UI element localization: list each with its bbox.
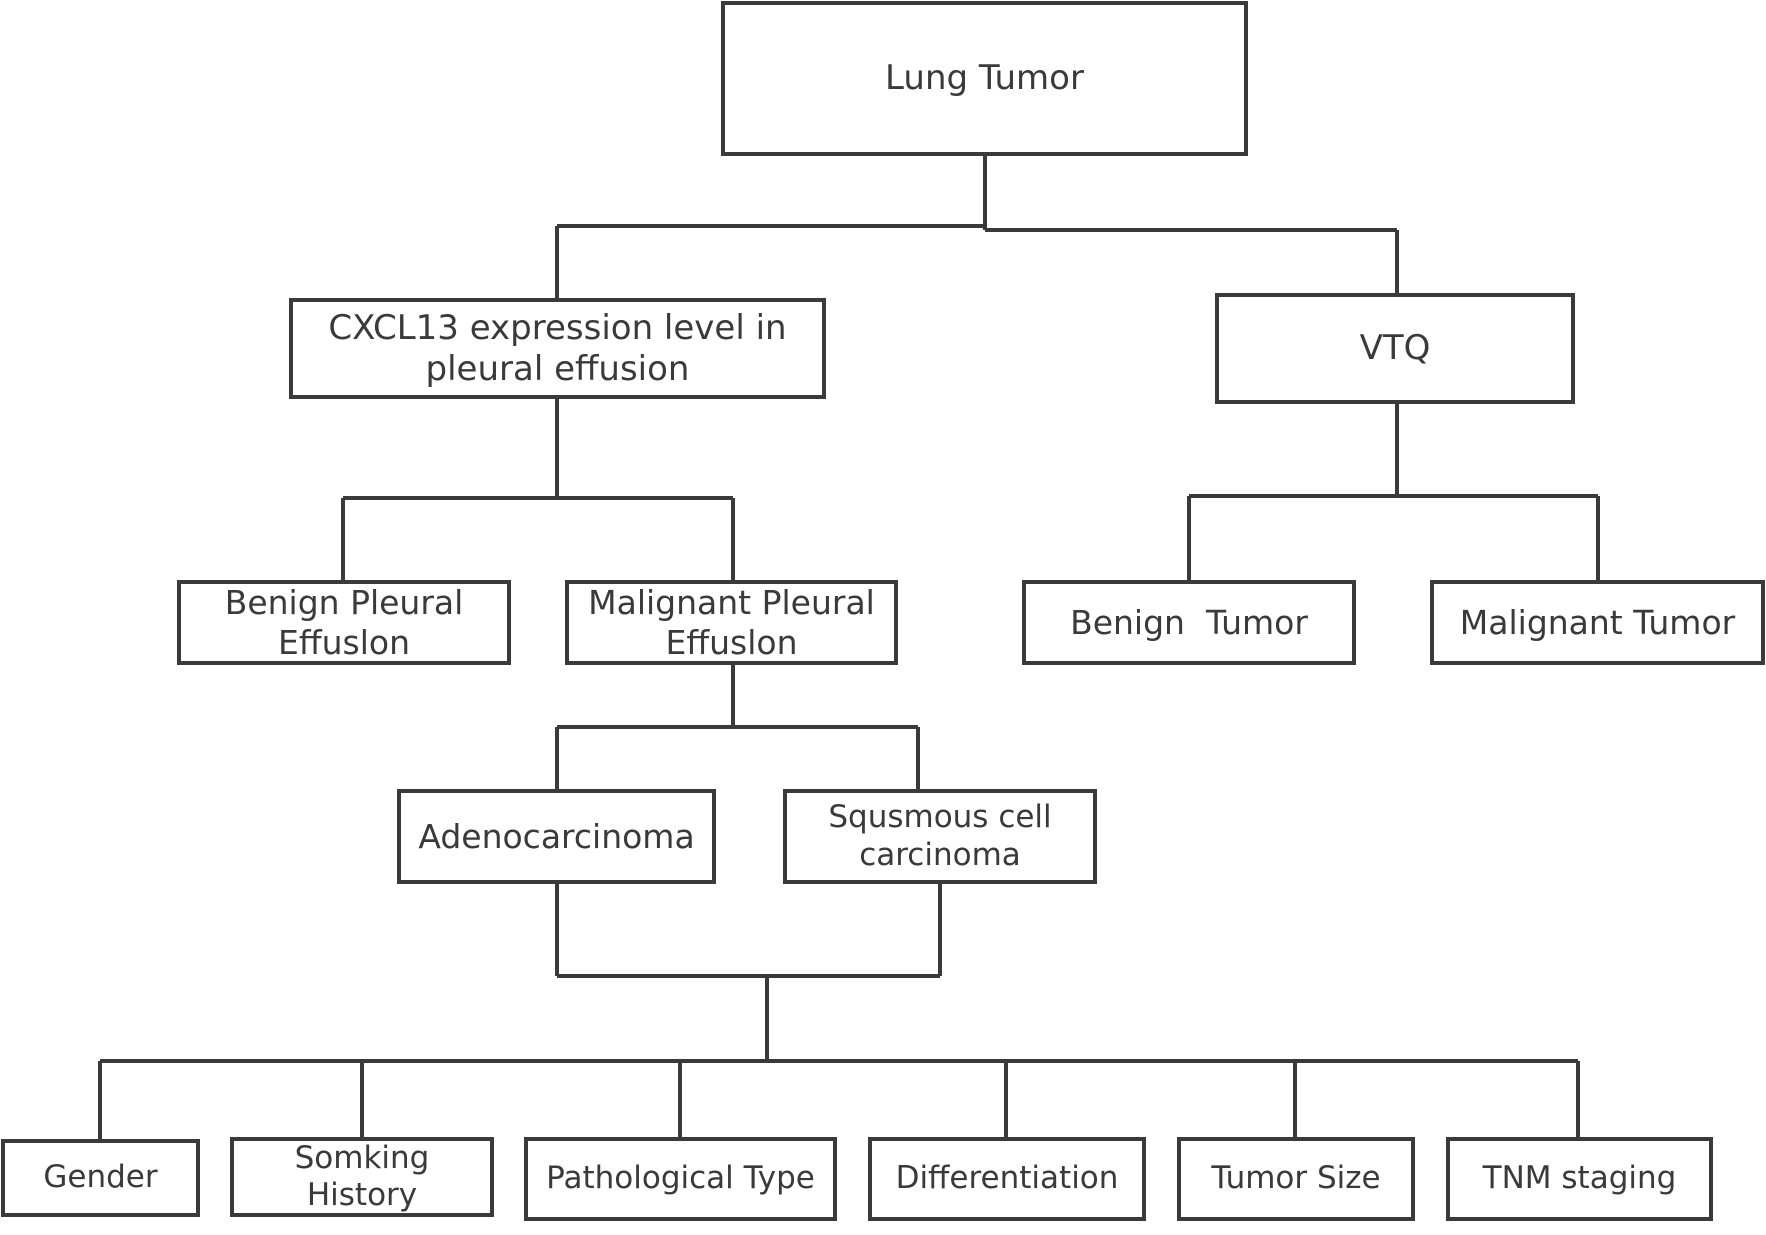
node-malignant-pleural-effusion-line-2: Effuslon xyxy=(665,622,798,662)
node-vtq: VTQ xyxy=(1215,293,1575,404)
node-tnm-staging: TNM staging xyxy=(1446,1137,1713,1221)
node-lung-tumor-label: Lung Tumor xyxy=(885,58,1084,99)
node-benign-tumor-label: Benign Tumor xyxy=(1070,602,1308,642)
node-benign-pleural-effusion-line-1: Benign Pleural xyxy=(224,582,464,622)
node-gender-label: Gender xyxy=(43,1159,158,1196)
node-adenocarcinoma-label: Adenocarcinoma xyxy=(418,816,695,856)
node-benign-pleural-effusion: Benign Pleural Effuslon xyxy=(177,580,511,665)
node-malignant-pleural-effusion-line-1: Malignant Pleural xyxy=(588,582,875,622)
node-malignant-tumor-label: Malignant Tumor xyxy=(1459,602,1736,642)
node-differentiation: Differentiation xyxy=(868,1137,1146,1221)
node-malignant-tumor: Malignant Tumor xyxy=(1430,580,1765,665)
node-squamous-line-2: carcinoma xyxy=(859,836,1021,873)
node-pathological-type: Pathological Type xyxy=(524,1137,837,1221)
node-cxcl13-label-line-2: pleural effusion xyxy=(425,348,690,389)
node-differentiation-label: Differentiation xyxy=(895,1160,1119,1197)
node-smoking-history-line-2: History xyxy=(306,1177,418,1213)
node-squamous-line-1: Squsmous cell xyxy=(828,799,1052,836)
node-tnm-staging-label: TNM staging xyxy=(1482,1160,1677,1197)
node-squamous-cell-carcinoma: Squsmous cell carcinoma xyxy=(783,789,1097,884)
node-smoking-history: Somking History xyxy=(230,1137,494,1217)
node-cxcl13-expression: CXCL13 expression level in pleural effus… xyxy=(289,298,826,399)
node-gender: Gender xyxy=(1,1139,200,1217)
node-benign-pleural-effusion-line-2: Effuslon xyxy=(278,622,410,662)
node-smoking-history-line-1: Somking xyxy=(294,1139,430,1176)
node-pathological-type-label: Pathological Type xyxy=(546,1160,815,1197)
node-tumor-size-label: Tumor Size xyxy=(1211,1160,1381,1197)
node-tumor-size: Tumor Size xyxy=(1177,1137,1415,1221)
node-lung-tumor: Lung Tumor xyxy=(721,1,1248,156)
node-vtq-label: VTQ xyxy=(1359,328,1431,369)
node-malignant-pleural-effusion: Malignant Pleural Effuslon xyxy=(565,580,898,665)
node-adenocarcinoma: Adenocarcinoma xyxy=(397,789,716,884)
connector-root-bus xyxy=(557,224,1397,232)
node-benign-tumor: Benign Tumor xyxy=(1022,580,1356,665)
node-cxcl13-label-line-1: CXCL13 expression level in xyxy=(328,307,787,348)
